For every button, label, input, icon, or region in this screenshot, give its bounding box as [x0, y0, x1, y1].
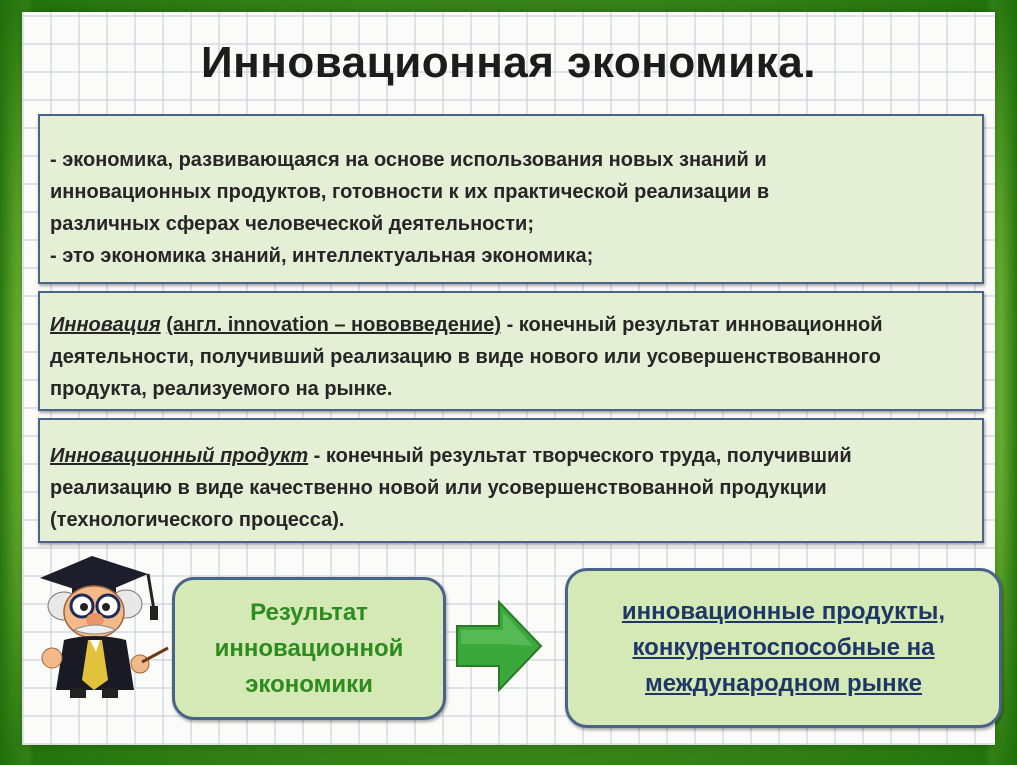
innovation-line-3: продукта, реализуемого на рынке.	[50, 378, 393, 400]
innovation-term: Инновация	[50, 314, 161, 336]
result-line-2: инновационной	[214, 634, 404, 662]
result-line-1: Результат	[250, 598, 368, 626]
result-box: Результат инновационной экономики	[172, 577, 446, 720]
product-term: Инновационный продукт	[50, 445, 309, 467]
professor-mascot-icon	[40, 556, 169, 698]
product-line-3: (технологического процесса).	[50, 509, 345, 531]
products-box: инновационные продукты, конкурентоспособ…	[565, 568, 1002, 728]
innovation-line-2: деятельности, получивший реализацию в ви…	[50, 346, 881, 368]
innovation-line-1-rest: - конечный результат инновационной	[501, 314, 883, 336]
product-line-2: реализацию в виде качественно новой или …	[50, 477, 827, 499]
products-line-3: международном рынке	[644, 670, 923, 697]
product-card: Инновационный продукт - конечный результ…	[38, 418, 984, 543]
result-line-3: экономики	[245, 670, 373, 698]
innovation-line-1: Инновация (англ. innovation – нововведен…	[50, 309, 970, 341]
products-line-2: конкурентоспособные на	[632, 634, 935, 661]
definition-card: - экономика, развивающаяся на основе исп…	[38, 114, 984, 284]
innovation-term-note: (англ. innovation – нововведение)	[166, 314, 502, 336]
definition-line-4: - это экономика знаний, интеллектуальная…	[50, 245, 594, 267]
innovation-card: Инновация (англ. innovation – нововведен…	[38, 291, 984, 411]
product-line-1-rest: - конечный результат творческого труда, …	[308, 445, 852, 467]
right-arrow-icon	[456, 600, 543, 692]
definition-line-2: инновационных продуктов, готовности к их…	[50, 181, 770, 203]
page-title: Инновационная экономика.	[201, 38, 816, 87]
products-line-1: инновационные продукты,	[621, 598, 946, 625]
definition-line-3: различных сферах человеческой деятельнос…	[50, 213, 534, 235]
definition-line-1: - экономика, развивающаяся на основе исп…	[50, 149, 767, 171]
product-line-1: Инновационный продукт - конечный результ…	[50, 440, 970, 472]
